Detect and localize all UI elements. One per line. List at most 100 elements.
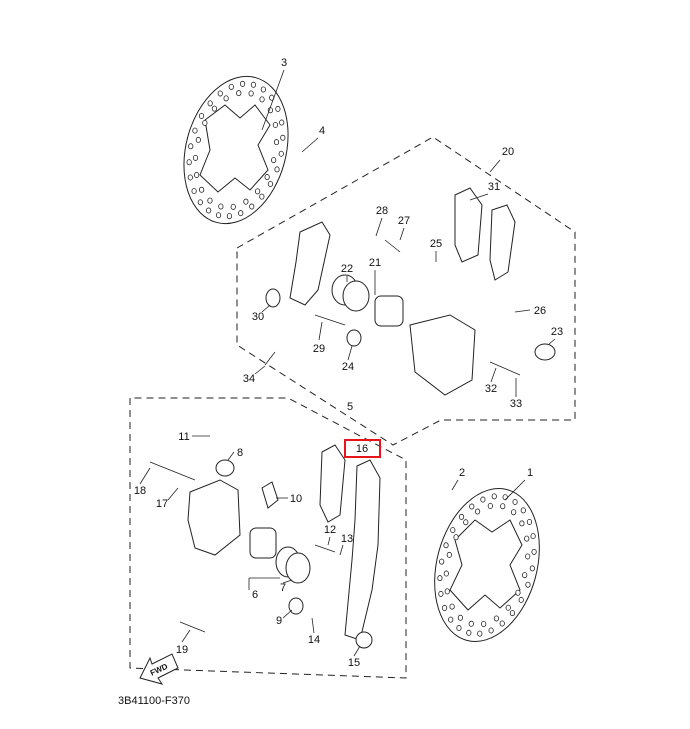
disc-vent-hole xyxy=(226,213,233,220)
callout-13[interactable]: 13 xyxy=(341,533,353,545)
disc-vent-hole xyxy=(499,620,505,627)
brake-disc-upper xyxy=(183,75,289,225)
disc-vent-hole xyxy=(512,498,518,505)
disc-vent-hole xyxy=(274,166,280,173)
callout-18[interactable]: 18 xyxy=(134,485,146,497)
callout-2[interactable]: 2 xyxy=(459,467,465,479)
disc-vent-hole xyxy=(215,212,222,219)
callout-6[interactable]: 6 xyxy=(252,589,258,601)
disc-vent-hole xyxy=(254,188,261,195)
callout-11[interactable]: 11 xyxy=(178,431,189,443)
callout-33[interactable]: 33 xyxy=(510,398,522,410)
callout-27[interactable]: 27 xyxy=(398,215,410,227)
disc-vent-hole xyxy=(526,518,533,525)
disc-vent-hole xyxy=(481,621,487,628)
disc-vent-hole xyxy=(217,90,223,97)
callout-29[interactable]: 29 xyxy=(313,343,325,355)
callout-5[interactable]: 5 xyxy=(347,401,353,413)
disc-vent-hole xyxy=(186,159,192,166)
rear-caliper-parts xyxy=(149,444,381,649)
disc-vent-hole xyxy=(207,197,213,204)
callout-16[interactable]: 16 xyxy=(356,443,368,455)
callout-31[interactable]: 31 xyxy=(488,181,500,193)
callout-8[interactable]: 8 xyxy=(237,447,243,459)
disc-vent-hole xyxy=(250,81,257,88)
callout-19[interactable]: 19 xyxy=(176,644,188,656)
disc-vent-hole xyxy=(248,90,254,97)
callout-12[interactable]: 12 xyxy=(324,524,336,536)
disc-vent-hole xyxy=(518,596,524,603)
disc-vent-hole xyxy=(502,494,508,501)
callout-25[interactable]: 25 xyxy=(430,238,442,250)
disc-vent-hole xyxy=(243,198,249,205)
disc-vent-hole xyxy=(211,105,218,112)
disc-vent-hole xyxy=(450,527,456,534)
disc-vent-hole xyxy=(206,207,212,214)
disc-vent-hole xyxy=(519,520,525,527)
callout-30[interactable]: 30 xyxy=(252,311,264,323)
callout-1[interactable]: 1 xyxy=(527,467,533,479)
callout-20[interactable]: 20 xyxy=(502,146,514,158)
callout-9[interactable]: 9 xyxy=(276,615,282,627)
callout-14[interactable]: 14 xyxy=(308,634,320,646)
callout-23[interactable]: 23 xyxy=(551,326,563,338)
disc-vent-hole xyxy=(487,502,493,509)
disc-vent-hole xyxy=(525,553,531,560)
disc-vent-hole xyxy=(192,127,198,134)
disc-vent-hole xyxy=(480,496,486,503)
disc-vent-hole xyxy=(522,572,528,579)
disc-vent-hole xyxy=(443,542,449,549)
disc-vent-hole xyxy=(449,603,455,610)
disc-vent-hole xyxy=(509,610,516,617)
callout-24[interactable]: 24 xyxy=(342,361,354,373)
disc-vent-hole xyxy=(488,627,494,634)
disc-vent-hole xyxy=(198,112,205,119)
front-caliper-parts xyxy=(264,187,556,396)
disc-vent-hole xyxy=(515,589,521,596)
disc-vent-hole xyxy=(453,534,459,541)
disc-vent-hole xyxy=(275,105,281,112)
disc-vent-hole xyxy=(530,533,536,540)
disc-vent-hole xyxy=(273,139,280,146)
disc-vent-hole xyxy=(446,551,452,558)
callout-3[interactable]: 3 xyxy=(281,57,287,69)
disc-vent-hole xyxy=(236,90,242,97)
fwd-arrow-icon: FWD xyxy=(139,653,179,685)
callout-28[interactable]: 28 xyxy=(376,205,388,217)
disc-vent-hole xyxy=(439,558,445,565)
disc-vent-hole xyxy=(197,199,203,206)
disc-vent-hole xyxy=(260,86,266,93)
callout-26[interactable]: 26 xyxy=(534,305,546,317)
callout-34[interactable]: 34 xyxy=(243,373,255,385)
disc-vent-hole xyxy=(272,121,278,128)
disc-vent-hole xyxy=(466,629,472,636)
disc-vent-hole xyxy=(191,188,197,195)
callout-22[interactable]: 22 xyxy=(341,263,353,275)
callout-15[interactable]: 15 xyxy=(348,657,360,669)
disc-vent-hole xyxy=(264,174,270,181)
callout-10[interactable]: 10 xyxy=(290,493,302,505)
disc-vent-hole xyxy=(474,508,481,515)
disc-vent-hole xyxy=(511,509,517,516)
callout-4[interactable]: 4 xyxy=(319,125,325,137)
disc-vent-hole xyxy=(192,154,199,161)
disc-vent-hole xyxy=(448,616,454,623)
callout-17[interactable]: 17 xyxy=(156,498,168,510)
caliper-assembly-front-box xyxy=(236,136,576,446)
disc-vent-hole xyxy=(195,136,201,143)
callout-7[interactable]: 7 xyxy=(280,582,286,594)
disc-vent-hole xyxy=(223,95,229,102)
disc-vent-hole xyxy=(457,614,463,621)
callout-21[interactable]: 21 xyxy=(369,257,381,269)
disc-vent-hole xyxy=(493,615,500,622)
disc-vent-hole xyxy=(463,519,469,526)
disc-vent-hole xyxy=(271,157,277,164)
callout-32[interactable]: 32 xyxy=(485,383,497,395)
disc-vent-hole xyxy=(505,604,511,611)
disc-vent-hole xyxy=(194,172,200,179)
disc-vent-hole xyxy=(259,96,265,103)
disc-vent-hole xyxy=(228,83,234,90)
disc-vent-hole xyxy=(230,203,236,210)
